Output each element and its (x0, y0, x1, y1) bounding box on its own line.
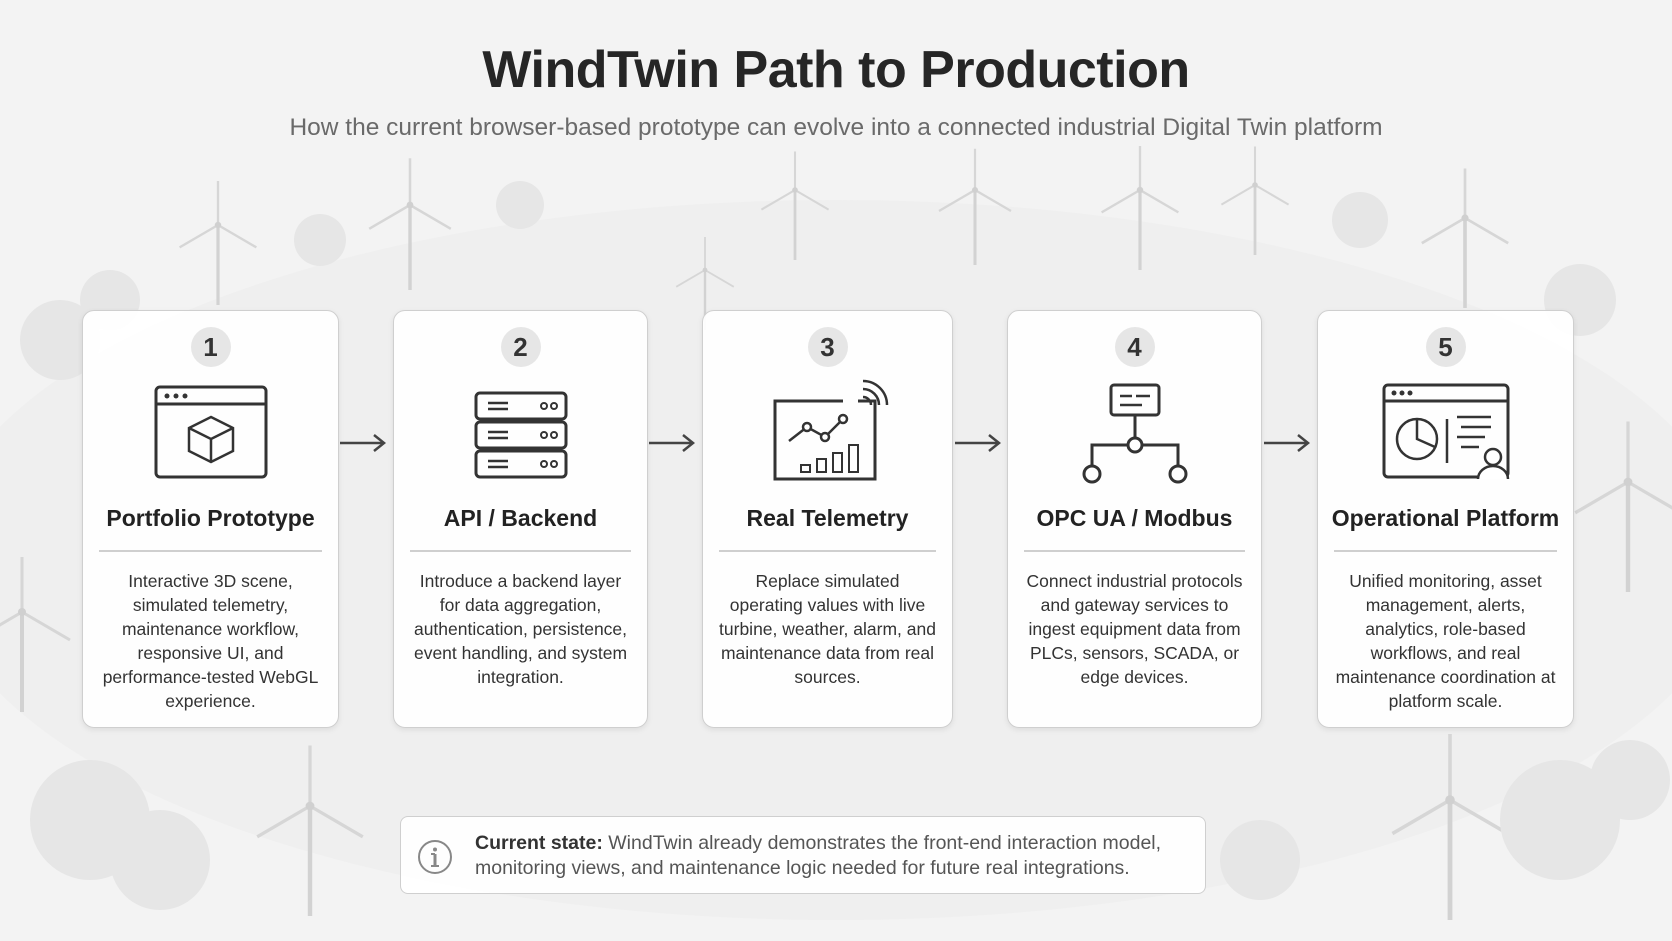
server-stack-icon (474, 391, 567, 479)
step-number: 2 (500, 327, 541, 367)
divider (1024, 550, 1245, 552)
arrow-right-icon (955, 434, 1002, 452)
step-description: Replace simulated operating values with … (719, 571, 936, 687)
dashboard-user-icon (1382, 383, 1509, 480)
divider (1334, 550, 1557, 552)
info-icon (418, 840, 452, 874)
telemetry-chart-signal-icon (773, 379, 888, 481)
note-label: Current state: (475, 832, 603, 854)
step-card-opc-ua-modbus: 4 OPC UA / Modbus Connect industrial pro… (1007, 310, 1262, 728)
step-number: 1 (190, 327, 231, 367)
divider (99, 550, 322, 552)
network-topology-icon (1082, 383, 1187, 484)
step-description: Connect industrial protocols and gateway… (1026, 571, 1243, 687)
arrow-right-icon (649, 434, 696, 452)
browser-3d-cube-icon (154, 385, 267, 479)
step-number: 4 (1114, 327, 1155, 367)
step-card-portfolio-prototype: 1 Portfolio Prototype Interactive 3D sce… (82, 310, 339, 728)
step-description: Introduce a backend layer for data aggre… (413, 571, 628, 687)
page-subtitle: How the current browser-based prototype … (289, 114, 1383, 141)
step-title: OPC UA / Modbus (1036, 505, 1233, 531)
divider (719, 550, 936, 552)
step-number: 5 (1425, 327, 1466, 367)
note-body: WindTwin already demonstrates the front-… (475, 832, 1162, 879)
step-description: Unified monitoring, asset management, al… (1335, 571, 1556, 711)
note-text: Current state: WindTwin already demonstr… (475, 831, 1185, 881)
divider (410, 550, 631, 552)
step-card-operational-platform: 5 Operational Platform Unified monitorin… (1317, 310, 1574, 728)
step-title: Operational Platform (1331, 505, 1560, 531)
step-title: Portfolio Prototype (106, 505, 315, 531)
step-title: API / Backend (443, 505, 598, 531)
step-title: Real Telemetry (746, 505, 909, 531)
step-card-api-backend: 2 API / Backend Introduce a backend laye… (393, 310, 648, 728)
step-number: 3 (807, 327, 848, 367)
page-title: WindTwin Path to Production (482, 41, 1190, 99)
arrow-right-icon (340, 434, 387, 452)
current-state-note: Current state: WindTwin already demonstr… (400, 816, 1206, 894)
arrow-right-icon (1264, 434, 1311, 452)
step-card-real-telemetry: 3 Real Telemetry Replace simulated opera… (702, 310, 953, 728)
step-description: Interactive 3D scene, simulated telemetr… (102, 571, 319, 711)
